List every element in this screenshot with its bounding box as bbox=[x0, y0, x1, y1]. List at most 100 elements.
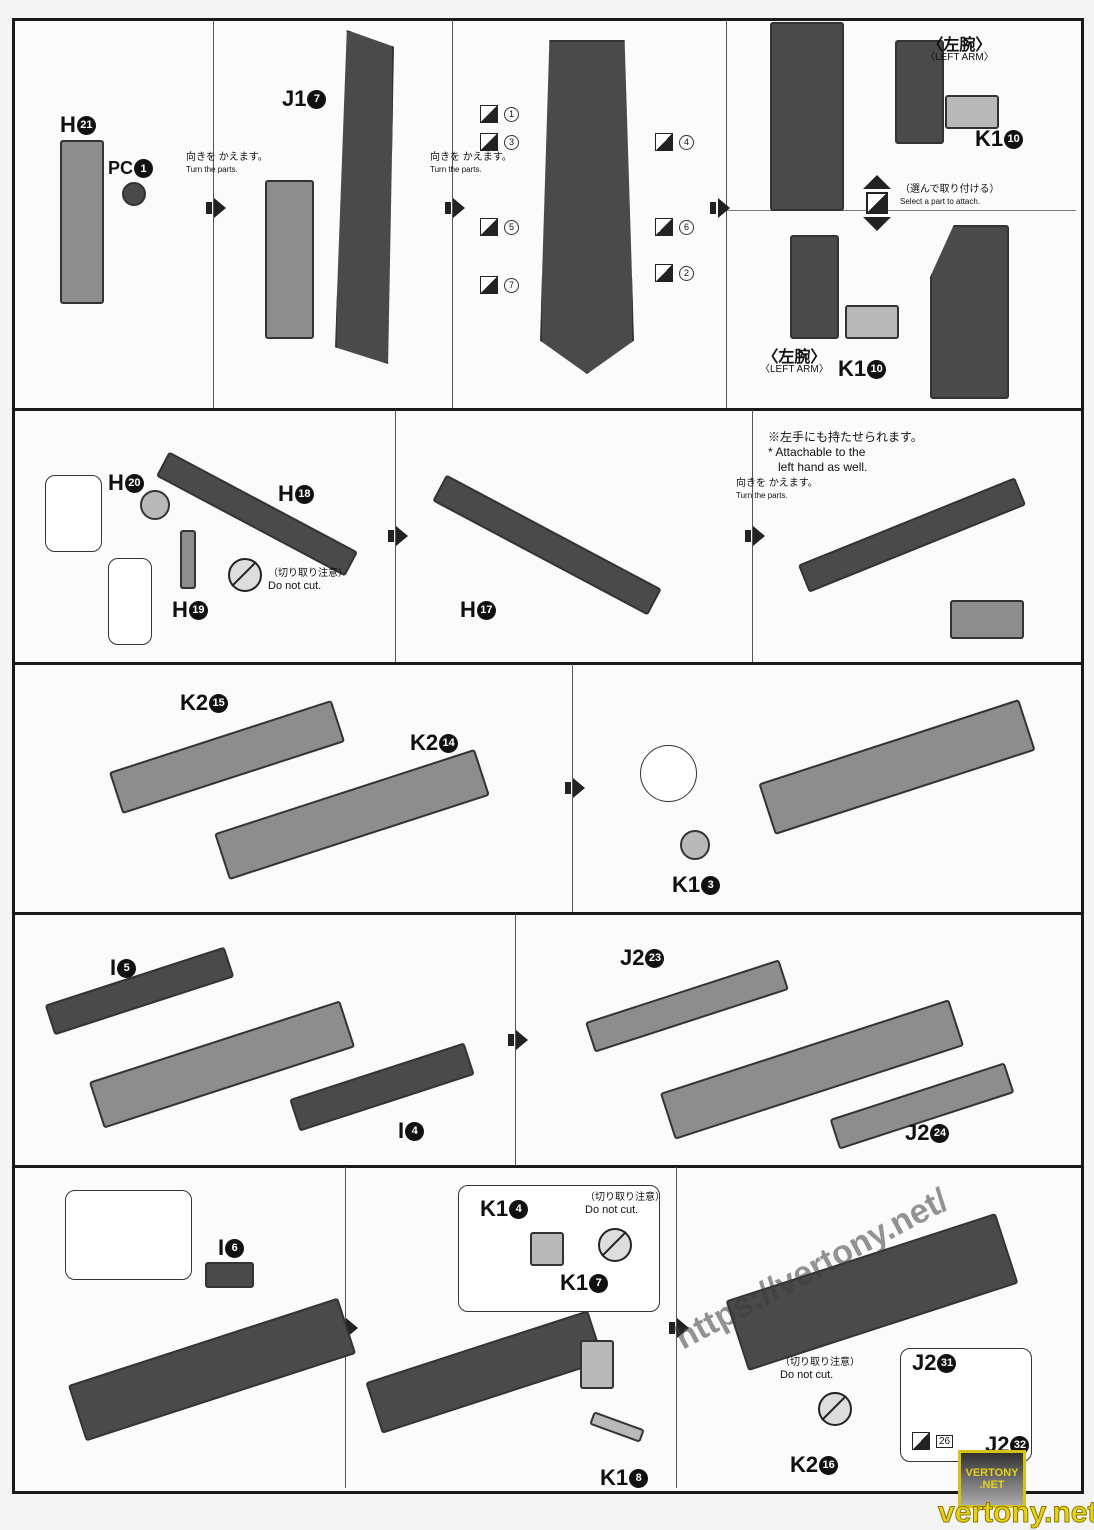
part-number: 23 bbox=[645, 948, 665, 968]
part-number: 16 bbox=[819, 1455, 839, 1475]
part-j17-shield-illustration bbox=[335, 30, 394, 364]
part-number: 5 bbox=[117, 958, 137, 978]
do-not-cut-note: （切り取り注意）Do not cut. bbox=[585, 1192, 665, 1216]
row-divider bbox=[12, 408, 1084, 411]
note-en: Do not cut. bbox=[268, 580, 322, 592]
step-arrow-icon bbox=[508, 1030, 528, 1050]
detail-callout bbox=[65, 1190, 192, 1280]
part-letter: H bbox=[278, 481, 294, 506]
part-letter: J2 bbox=[620, 945, 645, 970]
sticker-5: 5 bbox=[480, 218, 519, 236]
select-option-icon bbox=[863, 175, 891, 245]
left-arm-illustration bbox=[895, 40, 944, 144]
note-ja: 向きを かえます。 bbox=[186, 152, 268, 163]
step-arrow-icon bbox=[710, 198, 730, 218]
sticker-number: 1 bbox=[504, 106, 519, 122]
shield-side-illustration bbox=[770, 22, 844, 211]
watermark-badge: VERTONY .NET bbox=[958, 1450, 1026, 1508]
step-arrow-icon bbox=[206, 198, 226, 218]
left-arm-label: 〈左腕〉〈LEFT ARM〉 bbox=[760, 350, 829, 376]
do-not-cut-icon bbox=[598, 1228, 632, 1262]
part-number: 32 bbox=[1010, 1435, 1030, 1455]
part-h20-illustration bbox=[140, 490, 170, 520]
step-arrow-icon bbox=[745, 526, 765, 546]
sticker-2: 2 bbox=[655, 264, 694, 282]
sticker-number: 3 bbox=[504, 134, 519, 150]
step-divider bbox=[395, 410, 396, 662]
row-divider bbox=[12, 1165, 1084, 1168]
part-letter: I bbox=[398, 1118, 405, 1143]
step-arrow-icon bbox=[445, 198, 465, 218]
select-part-note: （選んで取り付ける）Select a part to attach. bbox=[900, 184, 1000, 208]
sticker-number: 2 bbox=[679, 265, 694, 281]
sticker-4: 4 bbox=[655, 133, 694, 151]
part-number: 21 bbox=[76, 115, 96, 135]
shield-front-illustration bbox=[540, 40, 634, 374]
sticker-6: 6 bbox=[655, 218, 694, 236]
left-arm-label: 〈左腕〉〈LEFT ARM〉 bbox=[925, 38, 994, 64]
part-letter: J1 bbox=[282, 86, 307, 111]
note-ja: ※左手にも持たせられます。 bbox=[768, 430, 923, 444]
part-i6-illustration bbox=[205, 1262, 254, 1288]
step-arrow-icon bbox=[669, 1318, 689, 1338]
note-en: Do not cut. bbox=[585, 1204, 639, 1216]
part-number: 31 bbox=[937, 1353, 957, 1373]
part-letter: K1 bbox=[672, 872, 701, 897]
part-letter: J2 bbox=[912, 1350, 937, 1375]
turn-parts-note: 向きを かえます。Turn the parts. bbox=[430, 152, 512, 176]
left-arm-en: 〈LEFT ARM〉 bbox=[760, 364, 829, 375]
part-number: 17 bbox=[476, 600, 496, 620]
part-letter: K2 bbox=[790, 1452, 819, 1477]
part-h21-illustration bbox=[60, 140, 104, 304]
part-letter: K1 bbox=[600, 1465, 629, 1490]
part-number: 18 bbox=[294, 484, 314, 504]
part-letter: H bbox=[172, 597, 188, 622]
note-ja: （選んで取り付ける） bbox=[900, 184, 1000, 195]
option-divider bbox=[726, 210, 1076, 211]
part-number: 4 bbox=[509, 1199, 529, 1219]
part-letter: K1 bbox=[975, 126, 1004, 151]
part-number: 1 bbox=[134, 159, 154, 178]
part-letter: K2 bbox=[180, 690, 209, 715]
part-number: 8 bbox=[629, 1468, 649, 1488]
step-divider bbox=[213, 20, 214, 408]
sticker-number: 5 bbox=[504, 219, 519, 235]
hand-illustration bbox=[950, 600, 1024, 639]
note-en: Turn the parts. bbox=[736, 491, 788, 500]
sticker-26: 26 bbox=[912, 1432, 954, 1450]
part-letter: H bbox=[60, 112, 76, 137]
part-k17-illustration bbox=[530, 1232, 564, 1266]
part-number: 15 bbox=[209, 693, 229, 713]
part-number: 10 bbox=[1004, 129, 1024, 149]
sticker-3: 3 bbox=[480, 133, 519, 151]
part-k110-illustration bbox=[945, 95, 999, 129]
part-pc1-illustration bbox=[122, 182, 146, 206]
watermark-site: vertony.net bbox=[937, 1496, 1094, 1530]
sticker-1: 1 bbox=[480, 105, 519, 123]
part-number: 3 bbox=[701, 875, 721, 895]
part-h19-illustration bbox=[180, 530, 196, 589]
part-number: 7 bbox=[589, 1273, 609, 1293]
grip-illustration bbox=[265, 180, 314, 339]
part-letter: H bbox=[460, 597, 476, 622]
part-number: 10 bbox=[867, 359, 887, 379]
turn-parts-note: 向きを かえます。Turn the parts. bbox=[186, 152, 268, 176]
step-arrow-icon bbox=[565, 778, 585, 798]
part-letter: J2 bbox=[905, 1120, 930, 1145]
note-ja: 向きを かえます。 bbox=[430, 152, 512, 163]
step-arrow-icon bbox=[388, 526, 408, 546]
part-k13-illustration bbox=[680, 830, 710, 860]
